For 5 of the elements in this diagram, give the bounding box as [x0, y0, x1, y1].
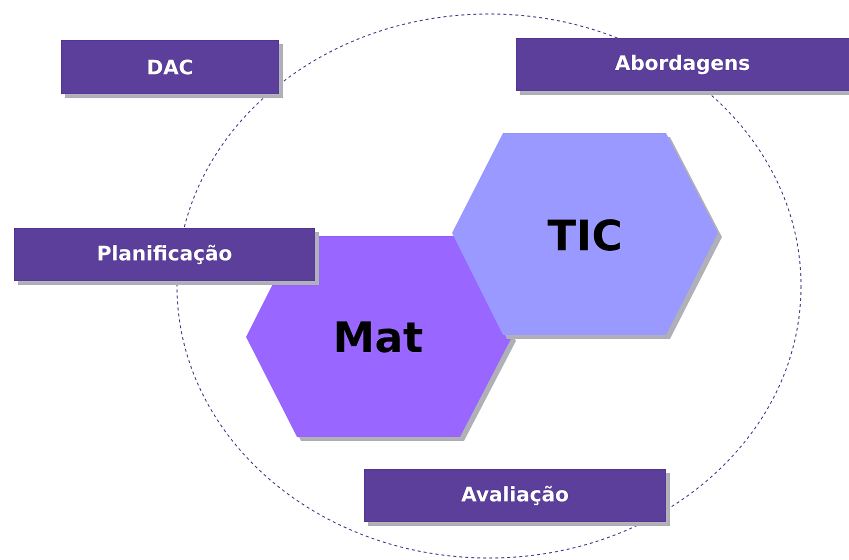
- label-box: Abordagens: [516, 38, 849, 95]
- label-box: Avaliação: [364, 469, 670, 526]
- hexagon: TIC: [452, 133, 722, 339]
- label-box: DAC: [61, 40, 283, 98]
- label-box: Planificação: [14, 228, 319, 285]
